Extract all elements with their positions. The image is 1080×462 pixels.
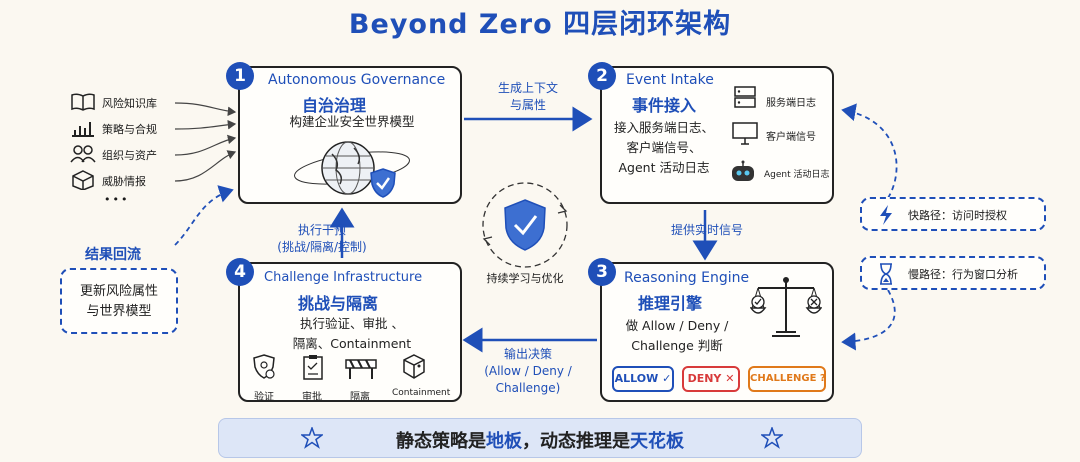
container-icon [403,354,425,379]
box1-number-badge: 1 [226,62,254,90]
robot-icon [732,160,754,181]
box4-icon-label: 隔离 [350,392,370,403]
center-cycle-label: 持续学习与优化 [486,272,564,285]
allow-badge: ALLOW ✓ [612,366,674,392]
star-icon [761,427,783,449]
box2-desc: 接入服务端日志、 客户端信号、 Agent 活动日志 [602,118,726,178]
desc-line: 做 Allow / Deny / [625,318,729,333]
server-icon [734,86,756,108]
challenge-badge: CHALLENGE ? [748,366,826,392]
arrow-label-line: Challenge) [495,381,561,395]
box-challenge-infrastructure: Challenge Infrastructure 挑战与隔离 执行验证、审批 、… [238,262,464,403]
box-event-intake: Event Intake 事件接入 接入服务端日志、 客户端信号、 Agent … [600,66,834,204]
arrow-label-right: 提供实时信号 [670,223,743,237]
slow-path-box: 慢路径：行为窗口分析 [860,256,1046,290]
box2-icon-label: Agent 活动日志 [764,170,830,180]
box4-number-badge: 4 [226,258,254,286]
arrow-label-top: 生成上下文 与属性 [480,80,576,114]
box2-number-badge: 2 [588,62,616,90]
bar-chart-icon [72,122,94,137]
arrow-label-left: 执行干预 (挑战/隔离/控制) [262,222,382,256]
source-label: 威胁情报 [102,175,146,188]
arrow-label-line: (挑战/隔离/控制) [277,240,367,254]
fast-path-label: 快路径：访问时授权 [908,209,1007,222]
box3-number-badge: 3 [588,258,616,286]
monitor-icon [732,122,758,145]
feedback-arrow [174,185,234,246]
desc-line: Challenge 判断 [631,338,723,353]
feedback-label: 结果回流 [85,247,141,263]
clipboard-icon [303,355,323,380]
banner-highlight: 天花板 [630,431,684,452]
barrier-icon [345,359,377,379]
desc-line: 执行验证、审批 、 [300,316,404,331]
box4-zh-title: 挑战与隔离 [298,294,379,313]
box2-en-title: Event Intake [626,72,714,88]
book-icon [71,93,95,111]
box1-desc: 构建企业安全世界模型 [289,114,415,129]
source-arrow-1 [174,102,237,117]
feedback-box: 更新风险属性 与世界模型 [60,268,178,334]
box2-icon-label: 客户端信号 [766,132,816,143]
banner-highlight: 地板 [486,431,522,452]
box4-icon-label: 审批 [302,392,322,403]
slow-path-label: 慢路径：行为窗口分析 [908,268,1018,281]
arrow-label-line: 生成上下文 [497,81,558,95]
people-icon [70,145,96,163]
desc-line: 接入服务端日志、 [613,120,714,135]
cycle-circle [482,182,568,268]
arrow-label-bottom: 输出决策 (Allow / Deny / Challenge) [470,346,586,397]
feedback-desc: 更新风险属性 与世界模型 [62,282,176,322]
box2-icon-label: 服务端日志 [766,98,816,109]
source-label: 策略与合规 [102,123,157,136]
box3-desc: 做 Allow / Deny / Challenge 判断 [602,316,752,356]
desc-line: 隔离、Containment [292,336,412,351]
desc-line: Agent 活动日志 [618,160,710,175]
box-autonomous-governance: Autonomous Governance 自治治理 构建企业安全世界模型 [238,66,462,204]
desc-line: 更新风险属性 [79,284,158,299]
verify-icon [253,354,275,379]
shield-check-icon [370,168,396,198]
box2-zh-title: 事件接入 [632,96,697,115]
source-arrow-2 [174,119,237,130]
banner-text: 静态策略是地板，动态推理是天花板 [219,427,861,453]
banner-part: ，动态推理是 [522,431,630,452]
cube-icon [72,170,94,190]
slow-path-arrow [841,289,896,351]
arrow-label-line: 输出决策 [503,347,552,361]
box1-en-title: Autonomous Governance [268,72,446,88]
deny-badge: DENY ✕ [682,366,740,392]
box4-icon-label: 验证 [254,392,274,403]
sources-more: ••• [104,193,130,206]
fast-path-arrow [841,103,898,199]
arrow-label-line: 与属性 [509,98,546,112]
fast-path-box: 快路径：访问时授权 [860,197,1046,231]
source-arrow-3 [174,134,237,156]
box4-icon-label: Containment [392,388,451,398]
hourglass-icon [880,263,892,285]
banner-part: 静态策略是 [396,431,486,452]
box3-zh-title: 推理引擎 [638,294,703,313]
globe-icon [294,141,410,195]
arrow-label-line: 执行干预 [297,223,346,237]
center-shield-icon [504,199,546,251]
source-label: 风险知识库 [102,97,157,110]
lightning-icon [880,205,892,225]
box3-en-title: Reasoning Engine [624,270,750,286]
box4-en-title: Challenge Infrastructure [264,270,423,285]
desc-line: 与世界模型 [86,304,152,319]
page-title: Beyond Zero 四层闭环架构 [348,9,732,40]
box-reasoning-engine: Reasoning Engine 推理引擎 做 Allow / Deny / C… [600,262,834,402]
arrow-label-line: (Allow / Deny / [484,364,572,378]
summary-banner: 静态策略是地板，动态推理是天花板 [218,418,862,458]
desc-line: 客户端信号、 [626,140,702,155]
box4-desc: 执行验证、审批 、 隔离、Containment [240,314,464,354]
source-label: 组织与资产 [102,149,157,162]
box1-zh-title: 自治治理 [302,96,367,115]
star-icon [301,427,323,449]
scales-icon [750,277,822,337]
source-arrow-4 [174,150,237,182]
